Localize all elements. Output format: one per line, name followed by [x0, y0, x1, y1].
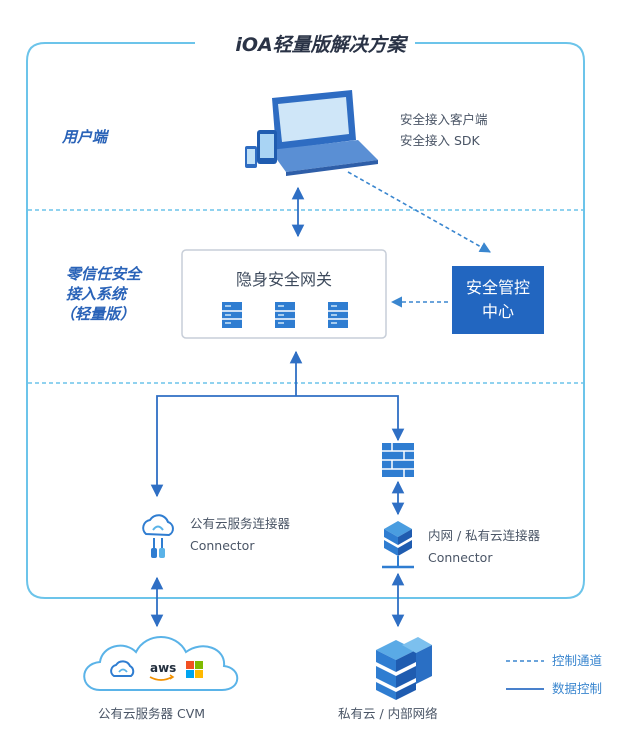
- aws-logo-icon: aws: [149, 661, 176, 681]
- zone-label-zero-trust-3: （轻量版）: [60, 305, 136, 323]
- diagram-title: iOA轻量版解决方案: [235, 34, 406, 56]
- public-cloud-label: 公有云服务器 CVM: [98, 706, 206, 721]
- public-connector-label-line1: 公有云服务连接器: [190, 516, 291, 531]
- client-manager-control-link: [347, 171, 491, 253]
- outer-frame: [26, 42, 585, 599]
- zone-label-zero-trust-2: 接入系统: [66, 285, 127, 303]
- client-label-line2: 安全接入 SDK: [400, 133, 480, 148]
- legend-data-control: 数据控制: [552, 681, 603, 696]
- private-network-label: 私有云 / 内部网络: [338, 706, 438, 721]
- legend-control-channel: 控制通道: [552, 653, 603, 668]
- manager-label-line2: 中心: [481, 302, 514, 321]
- private-connector-label-line2: Connector: [428, 550, 493, 565]
- windows-icon: [186, 661, 203, 678]
- cloud-link-icon: [142, 514, 174, 558]
- aws-logo-text: aws: [150, 661, 176, 675]
- gateway-title: 隐身安全网关: [235, 270, 332, 289]
- manager-label-line1: 安全管控: [465, 278, 530, 297]
- public-connector-label-line2: Connector: [190, 538, 255, 553]
- server-stack-icon: [382, 521, 414, 569]
- server-stack-icon: [376, 637, 432, 700]
- client-label-line1: 安全接入客户端: [400, 112, 488, 127]
- server-icon: [222, 302, 242, 328]
- cloud-link-icon: [110, 660, 135, 677]
- zone-label-user-end: 用户端: [62, 128, 108, 146]
- server-icon: [328, 302, 348, 328]
- firewall-icon: [382, 443, 414, 477]
- zone-label-zero-trust-1: 零信任安全: [66, 265, 142, 283]
- gateway-branch: [150, 395, 405, 498]
- private-connector-label-line1: 内网 / 私有云连接器: [428, 528, 541, 543]
- security-management-center: 安全管控 中心: [452, 266, 544, 334]
- server-icon: [275, 302, 295, 328]
- laptop-icon: [245, 90, 378, 176]
